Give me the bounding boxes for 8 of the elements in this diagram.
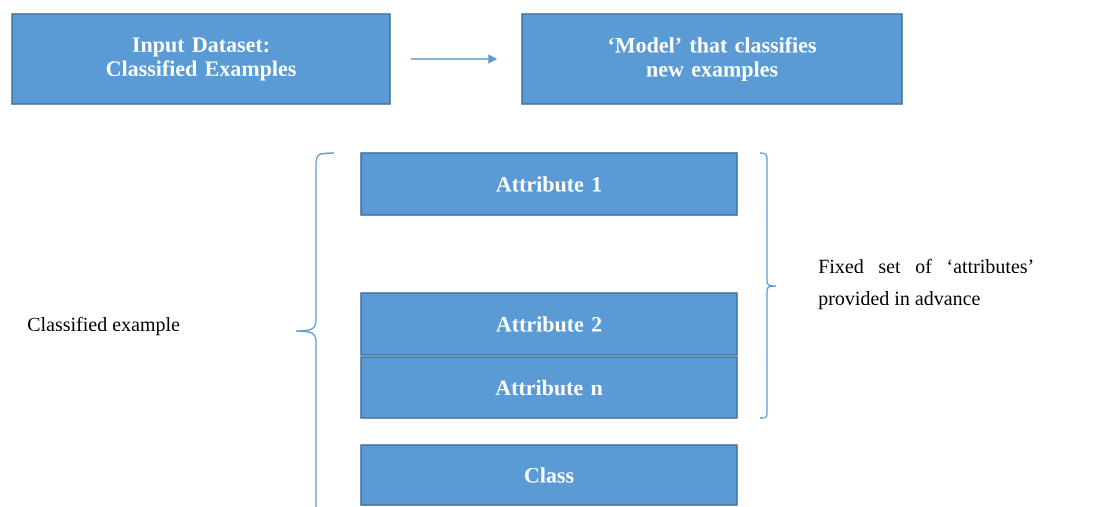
attribute-box: Attribute n	[360, 356, 738, 419]
brace-label: Fixed set of ‘attributes’ provided in advance	[818, 258, 1033, 310]
attribute-box: Attribute 1	[360, 152, 738, 216]
brace-label: Classified example	[28, 316, 180, 336]
attribute-box: Attribute 2	[360, 292, 738, 356]
attribute-box: Class	[360, 444, 738, 506]
process-box: ‘Model’ that classifies new examples	[521, 13, 903, 105]
process-box: Input Dataset: Classified Examples	[11, 13, 391, 105]
